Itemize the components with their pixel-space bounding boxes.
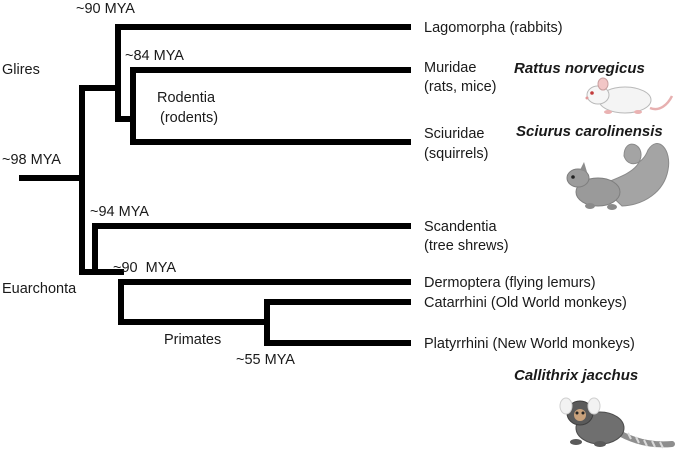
- taxon-dermoptera: Dermoptera (flying lemurs): [424, 275, 596, 291]
- taxon-sciuridae-common: (squirrels): [424, 146, 488, 162]
- species-squirrel: Sciurus carolinensis: [516, 123, 663, 140]
- marmoset-illustration: [559, 397, 675, 449]
- taxon-muridae-common: (rats, mice): [424, 79, 497, 95]
- taxon-scandentia-common: (tree shrews): [424, 238, 509, 254]
- glires-label: Glires: [2, 62, 40, 78]
- euarchonta-divergence: ~94 MYA: [90, 204, 149, 220]
- taxon-muridae: Muridae: [424, 60, 476, 76]
- taxon-sciuridae: Sciuridae: [424, 126, 484, 142]
- rodentia-divergence: ~84 MYA: [125, 48, 184, 64]
- taxon-labels: Lagomorpha (rabbits) Muridae (rats, mice…: [424, 20, 635, 352]
- clade-labels: Glires Rodentia (rodents) Euarchonta Pri…: [2, 62, 221, 348]
- euarchonta-label: Euarchonta: [2, 281, 77, 297]
- rat-illustration: [585, 77, 674, 114]
- primatomorpha-divergence: ~90 MYA: [113, 260, 176, 276]
- glires-divergence: ~90 MYA: [76, 1, 135, 17]
- root-divergence: ~98 MYA: [2, 152, 61, 168]
- rodentia-label: Rodentia: [157, 90, 216, 106]
- primates-label: Primates: [164, 332, 221, 348]
- divergence-times: ~90 MYA ~84 MYA ~98 MYA ~94 MYA ~90 MYA …: [2, 1, 295, 368]
- species-names: Rattus norvegicus Sciurus carolinensis C…: [514, 60, 663, 384]
- squirrel-illustration: [566, 143, 670, 210]
- rodentia-common-label: (rodents): [160, 110, 218, 126]
- taxon-lagomorpha: Lagomorpha (rabbits): [424, 20, 563, 36]
- taxon-platyrrhini: Platyrrhini (New World monkeys): [424, 336, 635, 352]
- primates-divergence: ~55 MYA: [236, 352, 295, 368]
- species-marmoset: Callithrix jacchus: [514, 367, 638, 384]
- taxon-catarrhini: Catarrhini (Old World monkeys): [424, 295, 627, 311]
- species-rat: Rattus norvegicus: [514, 60, 645, 77]
- tree-branches: [19, 24, 411, 346]
- taxon-scandentia: Scandentia: [424, 219, 497, 235]
